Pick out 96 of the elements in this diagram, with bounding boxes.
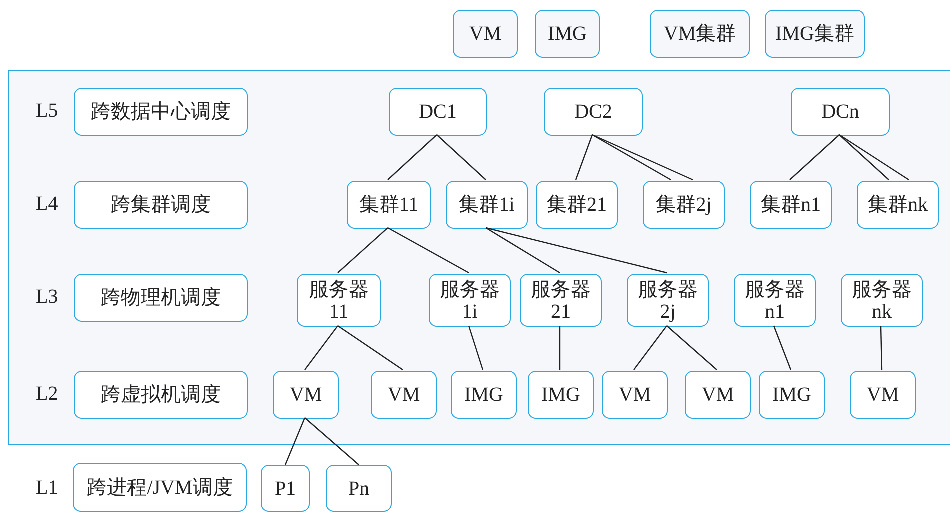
node-label: VM	[702, 384, 734, 406]
node-label: VM	[866, 384, 900, 406]
node-label: 集群21	[547, 194, 607, 216]
tree-node-box	[643, 181, 725, 229]
tree-node-box	[734, 274, 816, 327]
tree-node-box	[841, 274, 923, 327]
node-label: Pn	[348, 478, 370, 500]
tree-node-box	[685, 371, 751, 419]
tree-node-box	[297, 274, 381, 327]
node-label: VM集群	[664, 23, 736, 45]
tree-line	[486, 227, 668, 274]
node-label: 服务器n1	[744, 278, 806, 322]
node-label: 服务器2j	[637, 278, 699, 322]
node-label: 集群2j	[656, 194, 712, 216]
level-label: L1	[36, 476, 58, 500]
tree-line	[880, 326, 883, 370]
tree-node-box	[759, 371, 825, 419]
node-label: 跨数据中心调度	[91, 101, 231, 123]
node-label: 集群1i	[459, 194, 515, 216]
tree-line	[559, 326, 561, 370]
node-label: 跨进程/JVM调度	[87, 476, 233, 498]
node-label: 服务器21	[530, 278, 592, 322]
tree-node-box	[520, 274, 602, 327]
tree-node-box	[536, 181, 618, 229]
tree-node-box	[451, 371, 517, 419]
node-label: 服务器11	[308, 278, 370, 322]
tree-node-box	[750, 181, 832, 229]
tree-node-box	[627, 274, 709, 327]
tree-node-box	[429, 274, 511, 327]
tree-line	[634, 326, 668, 370]
tree-node-box	[544, 88, 643, 136]
level-label: L5	[36, 100, 58, 123]
node-label: 集群n1	[761, 194, 821, 216]
tree-line	[436, 134, 486, 180]
tree-node-box	[371, 371, 437, 419]
tree-node-box	[326, 465, 392, 512]
tree-line	[790, 134, 840, 180]
tree-node-box	[850, 371, 916, 419]
node-label: IMG	[772, 384, 812, 406]
tree-line	[592, 134, 694, 181]
node-label: DC1	[419, 101, 457, 123]
tree-line	[284, 418, 306, 466]
tree-node-box	[602, 371, 668, 419]
panel-background	[8, 70, 950, 445]
tree-node-box	[273, 371, 339, 419]
tree-node-box	[389, 88, 487, 136]
tree-line	[839, 134, 910, 180]
node-label: IMG	[464, 384, 504, 406]
tree-line	[575, 134, 594, 180]
node-label: 服务器nk	[851, 278, 913, 322]
level-box	[74, 88, 248, 136]
tree-node-box	[261, 465, 310, 512]
level-label: L3	[36, 286, 58, 309]
key-box	[765, 10, 865, 58]
node-label: IMG	[548, 23, 587, 45]
tree-line	[486, 227, 560, 274]
node-label: VM	[469, 23, 502, 45]
node-label: 跨虚拟机调度	[101, 384, 221, 406]
tree-line	[468, 326, 484, 370]
tree-node-box	[791, 88, 890, 136]
tree-line	[338, 326, 404, 370]
level-box	[74, 274, 248, 322]
level-label: L2	[36, 383, 58, 406]
tree-line	[592, 134, 672, 181]
node-label: 跨集群调度	[111, 194, 211, 216]
node-label: IMG集群	[776, 23, 854, 45]
tree-node-box	[347, 181, 431, 229]
key-box	[535, 10, 600, 58]
node-label: IMG	[542, 384, 580, 406]
tree-line	[388, 134, 438, 180]
level-box	[74, 181, 248, 229]
key-box	[650, 10, 750, 58]
tree-line	[304, 418, 360, 466]
node-label: 跨物理机调度	[101, 287, 221, 309]
tree-line	[773, 326, 792, 370]
tree-line	[839, 134, 890, 180]
tree-line	[338, 228, 388, 274]
node-label: 服务器1i	[439, 278, 501, 322]
tree-line	[666, 326, 718, 370]
node-label: 集群11	[359, 194, 419, 216]
node-label: DC2	[574, 101, 612, 123]
tree-line	[304, 326, 338, 370]
node-label: 集群nk	[868, 194, 928, 216]
level-label: L4	[36, 193, 58, 216]
level-box	[74, 371, 248, 419]
tree-node-box	[857, 181, 939, 229]
tree-line	[388, 227, 470, 274]
node-label: DCn	[822, 101, 860, 123]
node-label: VM	[388, 384, 420, 406]
node-label: VM	[290, 384, 322, 406]
tree-node-box	[446, 181, 528, 229]
node-label: VM	[618, 384, 652, 406]
key-box	[453, 10, 518, 58]
tree-node-box	[528, 371, 594, 419]
node-label: P1	[274, 478, 296, 500]
level-box	[73, 463, 247, 512]
